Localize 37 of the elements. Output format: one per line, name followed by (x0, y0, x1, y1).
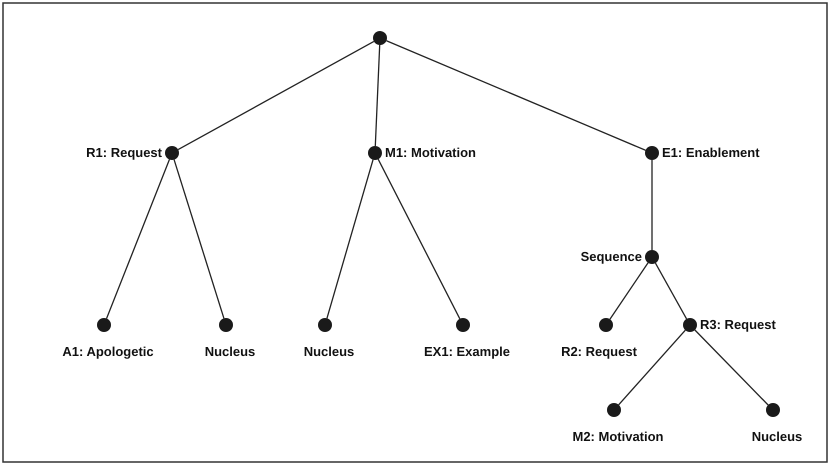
tree-node-dot (318, 318, 332, 332)
node-label: M1: Motivation (385, 145, 476, 161)
tree-branch (106, 159, 170, 319)
tree-node-dot (607, 403, 621, 417)
node-label: Nucleus (304, 344, 354, 360)
node-label: R3: Request (700, 317, 776, 333)
tree-branch (618, 330, 686, 406)
tree-branch (178, 40, 374, 150)
node-label: R1: Request (86, 145, 162, 161)
tree-node-dot (373, 31, 387, 45)
node-label: R2: Request (561, 344, 637, 360)
tree-branch (378, 158, 460, 320)
tree-node-dot (165, 146, 179, 160)
tree-node-dot (683, 318, 697, 332)
node-label: A1: Apologetic (62, 344, 154, 360)
tree-branch (374, 44, 380, 146)
tree-node-dot (645, 146, 659, 160)
node-label: EX1: Example (424, 344, 510, 360)
tree-branch (609, 262, 649, 320)
tree-node-dot (368, 146, 382, 160)
node-label: Nucleus (204, 344, 256, 360)
tree-node-dot (456, 318, 470, 332)
node-label: Nucleus (752, 429, 802, 445)
tree-node-dot (766, 403, 780, 417)
tree-branch (326, 160, 374, 318)
tree-node-dot (599, 318, 613, 332)
tree-branch (386, 40, 646, 151)
tree-branch (173, 159, 225, 319)
tree-node-dot (645, 250, 659, 264)
tree-branch (694, 330, 769, 406)
tree-branch (651, 160, 653, 250)
node-label: M2: Motivation (572, 429, 664, 445)
node-label: Sequence (580, 249, 642, 265)
node-label: E1: Enablement (662, 145, 760, 161)
tree-node-dot (219, 318, 233, 332)
tree-branch (654, 262, 688, 320)
tree-node-dot (97, 318, 111, 332)
